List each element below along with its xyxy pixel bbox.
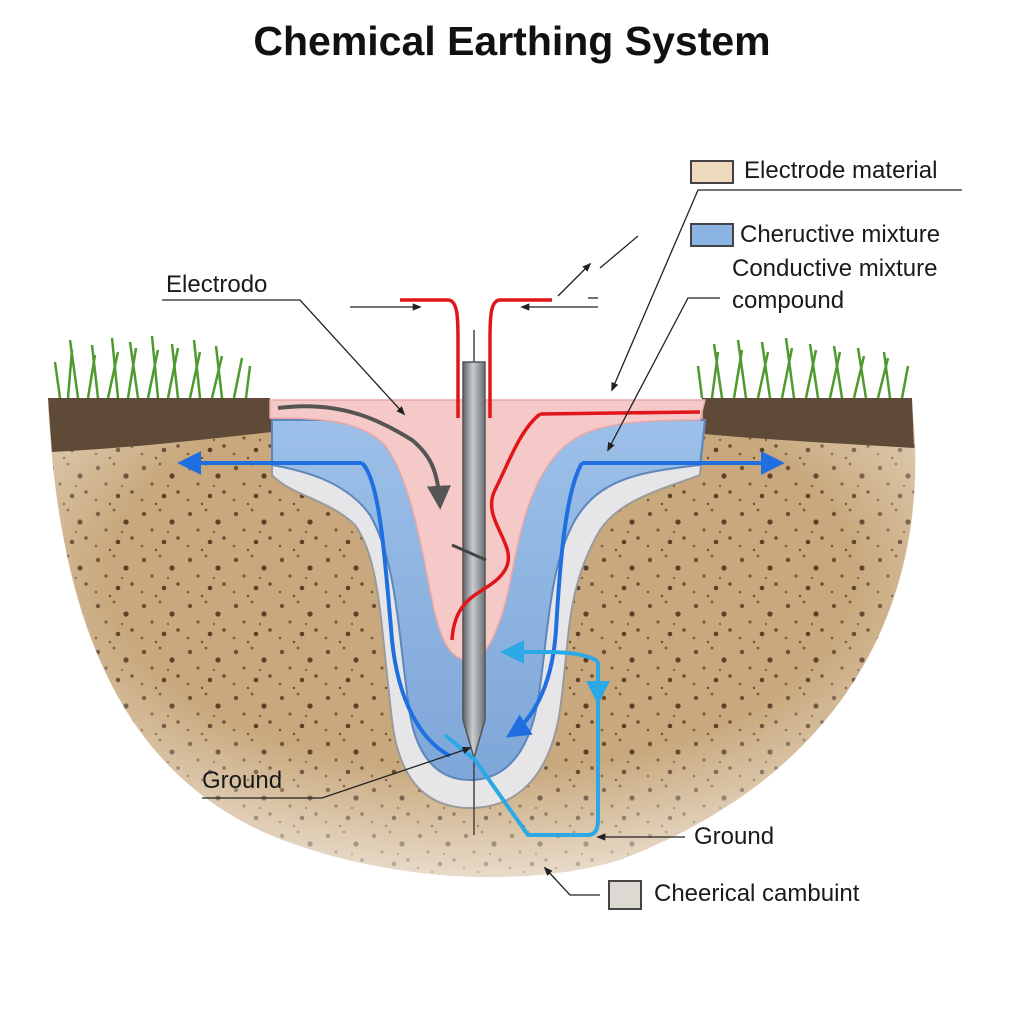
red-wires xyxy=(400,298,701,641)
legend-label-chemical-compound: Cheerical cambuint xyxy=(654,880,860,907)
rod-tick xyxy=(451,543,487,562)
grass-right xyxy=(696,337,910,399)
label-ground-right: Ground xyxy=(694,823,775,850)
ground-path xyxy=(443,640,610,837)
flow-arrow-dark xyxy=(277,404,451,510)
current-flow-arrows xyxy=(177,451,785,758)
grass-left xyxy=(53,335,252,399)
legend-swatch-electrode-material xyxy=(690,160,734,184)
label-conductive-mixture: Conductive mixture xyxy=(732,255,938,282)
leader-lines xyxy=(162,189,962,896)
label-electrode: Electrodo xyxy=(166,271,268,298)
legend-label-electrode-material: Electrode material xyxy=(744,157,938,184)
label-ground-left: Ground xyxy=(202,767,283,794)
legend-swatch-conductive-mixture xyxy=(690,223,734,247)
legend-swatch-chemical-compound xyxy=(608,880,642,910)
topsoil xyxy=(48,398,914,452)
electrode-rod xyxy=(462,330,486,835)
page-title: Chemical Earthing System xyxy=(253,18,771,64)
label-compound: compound xyxy=(732,287,845,314)
legend-label-conductive-mixture: Cheructive mixture xyxy=(740,221,941,248)
